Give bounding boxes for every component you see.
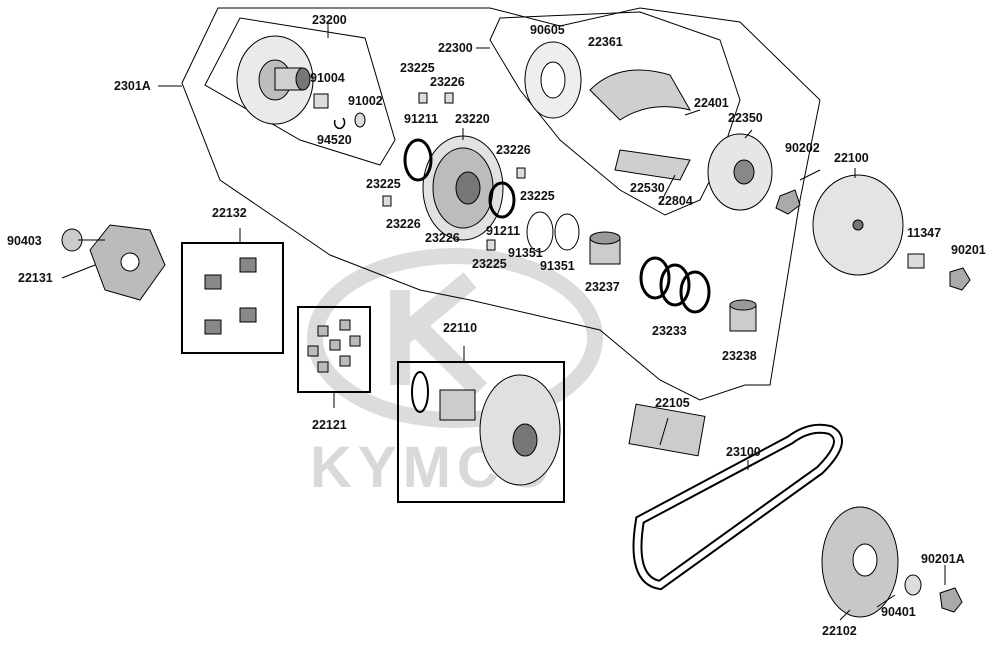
- label-23238: 23238: [722, 349, 757, 363]
- label-23220: 23220: [455, 112, 490, 126]
- label-23233: 23233: [652, 324, 687, 338]
- label-91351-b: 91351: [540, 259, 575, 273]
- fan-pulley-22102: [821, 506, 899, 618]
- washer-91002: [354, 112, 366, 128]
- label-23225-a: 23225: [400, 61, 435, 75]
- nut-90201: [949, 267, 971, 291]
- label-22100: 22100: [834, 151, 869, 165]
- nut-90201A: [939, 587, 963, 613]
- rollers: [307, 319, 361, 373]
- label-23225-c: 23225: [520, 189, 555, 203]
- movable-pulley: [411, 371, 561, 486]
- pulley-box-22110: [397, 361, 565, 503]
- clutch-kit-outline: [181, 7, 821, 401]
- label-23200: 23200: [312, 13, 347, 27]
- label-90403: 90403: [7, 234, 42, 248]
- label-22131: 22131: [18, 271, 53, 285]
- slider-box-22132: [181, 242, 284, 354]
- label-91002: 91002: [348, 94, 383, 108]
- washer-90401: [904, 574, 922, 596]
- oring-91351-b: [554, 213, 580, 251]
- label-22110: 22110: [443, 321, 478, 335]
- label-2301A: 2301A: [114, 79, 151, 93]
- label-23226-d: 23226: [425, 231, 460, 245]
- label-22300: 22300: [438, 41, 473, 55]
- label-22132: 22132: [212, 206, 247, 220]
- spring-23233: [639, 256, 711, 314]
- label-23226-b: 23226: [496, 143, 531, 157]
- label-90605: 90605: [530, 23, 565, 37]
- oring-23226-seal: [488, 181, 516, 219]
- oring-91211-a: [403, 138, 433, 182]
- oring-91351-a: [526, 211, 554, 253]
- clutch-bell-22100: [812, 174, 904, 276]
- collar-11347: [907, 253, 925, 269]
- label-90202: 90202: [785, 141, 820, 155]
- label-23225-d: 23225: [472, 257, 507, 271]
- clutch-plate-hub: [733, 159, 755, 185]
- leader-lines: [61, 24, 946, 621]
- label-23100: 23100: [726, 445, 761, 459]
- pins-group: [382, 92, 526, 251]
- label-22102: 22102: [822, 624, 857, 638]
- clutch-shoe-22401: [589, 69, 692, 121]
- collar-22105: [628, 403, 706, 457]
- clip-94520: [333, 117, 346, 130]
- label-23226-c: 23226: [386, 217, 421, 231]
- label-11347: 11347: [907, 226, 942, 240]
- label-22361: 22361: [588, 35, 623, 49]
- drive-belt-inner: [634, 425, 841, 589]
- label-94520: 94520: [317, 133, 352, 147]
- label-90201A: 90201A: [921, 552, 965, 566]
- collar-23237: [589, 231, 621, 265]
- label-91004: 91004: [310, 71, 345, 85]
- driven-face-part: [236, 35, 314, 125]
- clutch-shoe-22530: [614, 149, 691, 181]
- label-23237: 23237: [585, 280, 620, 294]
- label-22401: 22401: [694, 96, 729, 110]
- label-91211-a: 91211: [404, 112, 439, 126]
- label-23226-a: 23226: [430, 75, 465, 89]
- label-22350: 22350: [728, 111, 763, 125]
- label-23225-b: 23225: [366, 177, 401, 191]
- nut-90202: [775, 189, 801, 215]
- collar-23238: [729, 299, 757, 332]
- label-22105: 22105: [655, 396, 690, 410]
- label-22804: 22804: [658, 194, 693, 208]
- label-90401: 90401: [881, 605, 916, 619]
- label-90201: 90201: [951, 243, 986, 257]
- label-22121: 22121: [312, 418, 347, 432]
- label-91211-b: 91211: [486, 224, 521, 238]
- label-91351-a: 91351: [508, 246, 543, 260]
- ramp-plate-hole: [120, 252, 140, 272]
- clutch-lining-hole: [540, 61, 566, 99]
- label-22530: 22530: [630, 181, 665, 195]
- sliders: [204, 257, 257, 335]
- driven-face-kit-outline: [204, 17, 396, 166]
- collar-91004: [313, 93, 329, 109]
